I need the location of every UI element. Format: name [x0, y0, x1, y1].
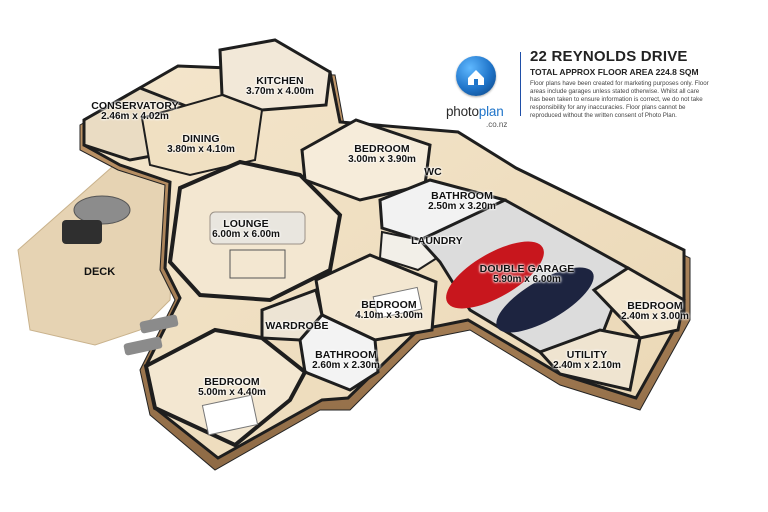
bedroom3-size: 2.40m x 3.00m: [621, 311, 689, 323]
logo-brand-main: photo: [446, 104, 479, 119]
dining-label: DINING 3.80m x 4.10m: [167, 133, 235, 156]
conservatory-name: CONSERVATORY: [91, 100, 179, 112]
garage-label: DOUBLE GARAGE 5.90m x 6.00m: [479, 263, 575, 286]
bedroom4-room: [143, 327, 308, 448]
bedroom1-size: 3.00m x 3.90m: [348, 154, 416, 166]
bedroom4-bed: [201, 394, 259, 436]
lounge-sofa: [209, 211, 306, 245]
navy-car: [496, 267, 594, 333]
utility-size: 2.40m x 2.10m: [553, 360, 621, 372]
house-glyph-icon: [468, 70, 484, 85]
bedroom2-size: 4.10m x 3.00m: [355, 310, 423, 322]
deck-table: [62, 220, 102, 244]
bathroom1-label: BATHROOM 2.50m x 3.20m: [428, 190, 496, 213]
deck-lounger-2: [123, 336, 163, 356]
house-icon: [456, 56, 496, 96]
conservatory-label: CONSERVATORY 2.46m x 4.02m: [91, 100, 179, 123]
dining-size: 3.80m x 4.10m: [167, 144, 235, 156]
bedroom3-name: BEDROOM: [627, 300, 683, 312]
kitchen-size: 3.70m x 4.00m: [246, 86, 314, 98]
bedroom2-name: BEDROOM: [361, 299, 417, 311]
floor-area-subtitle: TOTAL APPROX FLOOR AREA 224.8 SQM: [530, 67, 699, 77]
disclaimer-text: Floor plans have been created for market…: [530, 80, 709, 120]
deck-lounger-1: [139, 314, 179, 334]
laundry-label: LAUNDRY: [411, 235, 463, 247]
garage-name: DOUBLE GARAGE: [479, 263, 575, 275]
kitchen-label: KITCHEN 3.70m x 4.00m: [246, 75, 314, 98]
bedroom2-bed: [372, 286, 423, 319]
red-car: [446, 241, 544, 309]
utility-name: UTILITY: [566, 349, 608, 361]
header-divider: [520, 52, 521, 116]
laundry-room: [378, 230, 442, 272]
bedroom4-label: BEDROOM 5.00m x 4.40m: [198, 376, 266, 399]
lounge-rug: [229, 249, 286, 279]
dining-room: [140, 93, 264, 177]
lounge-label: LOUNGE 6.00m x 6.00m: [212, 218, 280, 241]
bathroom2-label: BATHROOM 2.60m x 2.30m: [312, 349, 380, 372]
wardrobe-label: WARDROBE: [265, 320, 329, 332]
page-title: 22 REYNOLDS DRIVE: [530, 48, 688, 65]
utility-room: [537, 328, 642, 392]
deck-label: DECK: [84, 266, 116, 278]
wc-name: WC: [424, 166, 442, 178]
dining-name: DINING: [182, 133, 220, 145]
logo-brand-accent: plan: [478, 104, 504, 119]
bathroom2-size: 2.60m x 2.30m: [312, 360, 380, 372]
bedroom1-name: BEDROOM: [354, 143, 410, 155]
bedroom3-label: BEDROOM 2.40m x 3.00m: [621, 300, 689, 323]
deck-umbrella: [73, 195, 131, 225]
logo-domain-text: .co.nz: [486, 120, 508, 129]
kitchen-name: KITCHEN: [256, 75, 304, 87]
bathroom1-size: 2.50m x 3.20m: [428, 201, 496, 213]
bedroom3-room: [591, 266, 686, 340]
bedroom4-size: 5.00m x 4.40m: [198, 387, 266, 399]
bathroom1-name: BATHROOM: [431, 190, 493, 202]
bedroom1-label: BEDROOM 3.00m x 3.90m: [348, 143, 416, 166]
bedroom2-label: BEDROOM 4.10m x 3.00m: [355, 299, 423, 322]
lounge-size: 6.00m x 6.00m: [212, 229, 280, 241]
wardrobe-name: WARDROBE: [265, 320, 329, 332]
bathroom2-name: BATHROOM: [315, 349, 377, 361]
photoplan-logo: photoplan .co.nz: [440, 50, 520, 130]
wc-label: WC: [424, 166, 442, 178]
laundry-name: LAUNDRY: [411, 235, 463, 247]
deck-area: [17, 159, 176, 346]
bedroom4-name: BEDROOM: [204, 376, 260, 388]
garage-size: 5.90m x 6.00m: [493, 274, 561, 286]
lounge-name: LOUNGE: [223, 218, 269, 230]
utility-label: UTILITY 2.40m x 2.10m: [553, 349, 621, 372]
logo-brand-text: photoplan: [446, 104, 504, 119]
conservatory-size: 2.46m x 4.02m: [101, 111, 169, 123]
